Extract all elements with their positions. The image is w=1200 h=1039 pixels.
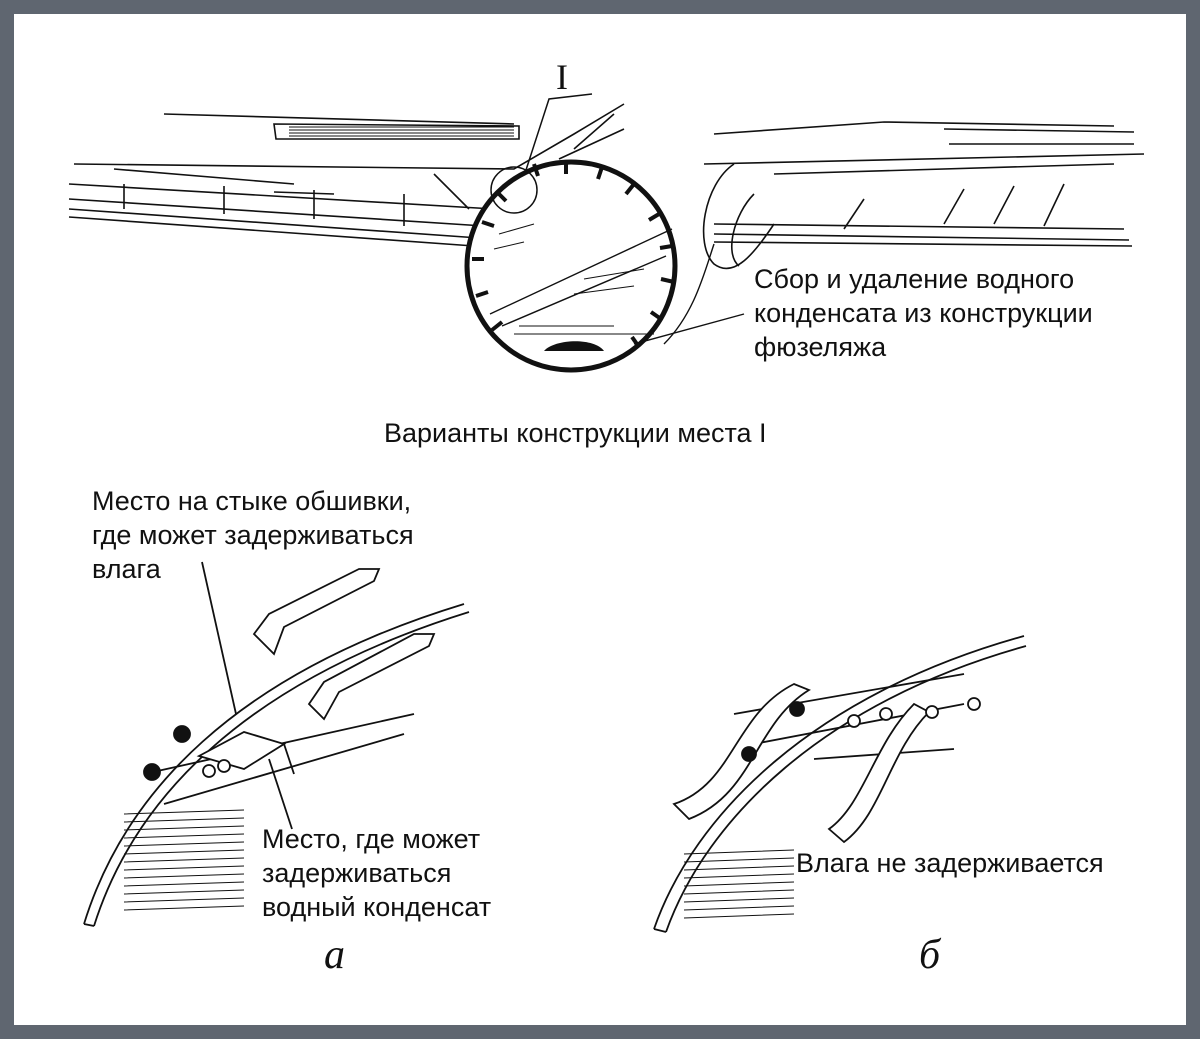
right-wing: [702, 121, 1145, 270]
no-moisture-label: Влага не задерживается: [796, 848, 1104, 878]
variants-title: Варианты конструкции места I: [384, 418, 767, 448]
variant-b-hatch: [683, 849, 795, 919]
variant-a-hatch: [123, 809, 245, 911]
variant-b-drawing: [653, 635, 1027, 933]
variant-a-label: а: [324, 932, 345, 978]
diagram-canvas: [68, 93, 1145, 933]
variant-b-label: б: [919, 932, 941, 978]
joint-moisture-label: Место на стыке обшивки, где может задерж…: [92, 486, 414, 584]
left-wing-hatch: [289, 126, 514, 137]
left-wing: [68, 103, 625, 247]
condensate-label: Место, где может задерживаться водный ко…: [262, 824, 492, 922]
fuselage-section: [464, 159, 745, 373]
diagram-frame: I Сбор и удаление водного конденсата из …: [14, 14, 1186, 1025]
detail-circle-I: [490, 93, 593, 214]
drain-label: Сбор и удаление водного конденсата из ко…: [754, 264, 1093, 362]
variant-a-drawing: [83, 561, 470, 927]
marker-I: I: [556, 57, 568, 97]
